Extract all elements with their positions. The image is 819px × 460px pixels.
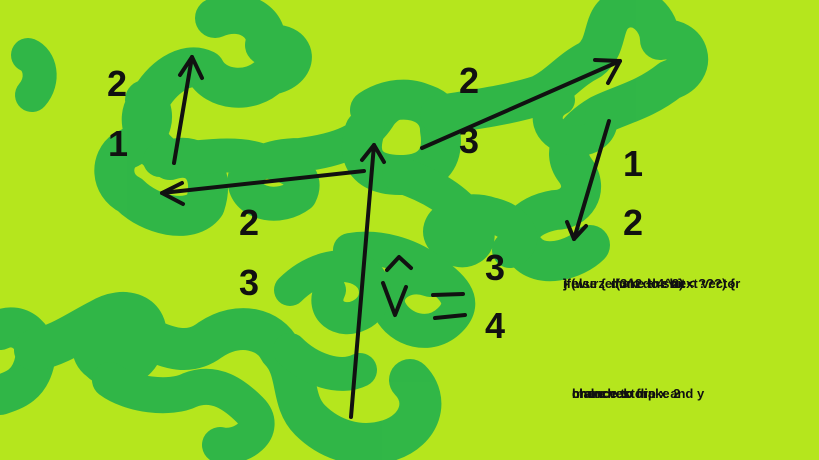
arrow-up-left [172, 55, 194, 165]
code-line-2: dont do shit [611, 276, 686, 291]
arrowhead-left [160, 181, 185, 206]
vector-note-line-4: chance to flip x and y [572, 386, 705, 401]
number-mid-3: 3 [485, 247, 506, 288]
caret-up-mark [385, 255, 413, 272]
dash-upper-mark [431, 292, 465, 297]
number-top-2: 2 [459, 60, 480, 101]
caret-down-mark [381, 281, 408, 317]
code-line-1: if(wurzel(3^2 + 4^2) < ???) { [563, 276, 735, 291]
arrows [160, 55, 622, 419]
vector-note-line-1: make vektor: [572, 386, 653, 401]
arrow-down-right [572, 119, 611, 241]
dash-lower-mark [433, 313, 467, 320]
arrowhead-up-left [178, 55, 204, 80]
brush-strokes [0, 0, 708, 460]
number-left-top: 2 [107, 63, 128, 104]
number-top-3: 3 [459, 120, 480, 161]
number-center-mid: 2 [239, 202, 260, 243]
arrow-left [160, 169, 366, 195]
number-mid-4: 4 [485, 305, 506, 346]
arrow-main-up [349, 143, 376, 419]
number-left-bottom: 1 [108, 123, 129, 164]
arrowhead-down-right [565, 220, 588, 241]
arrowhead-main-up [360, 143, 386, 164]
code-line-3: } else { [563, 276, 606, 291]
arrow-upper-right [420, 59, 622, 150]
number-right-2: 2 [623, 202, 644, 243]
vector-note-line-3: branches [572, 386, 630, 401]
arrowhead-upper-right [593, 58, 622, 85]
vector-note-line-2: chance to make 2 [572, 386, 681, 401]
code-line-5: } [563, 276, 569, 291]
number-center-low: 3 [239, 262, 260, 303]
number-right-1: 1 [623, 143, 644, 184]
code-line-4: make the next vector [611, 276, 741, 291]
